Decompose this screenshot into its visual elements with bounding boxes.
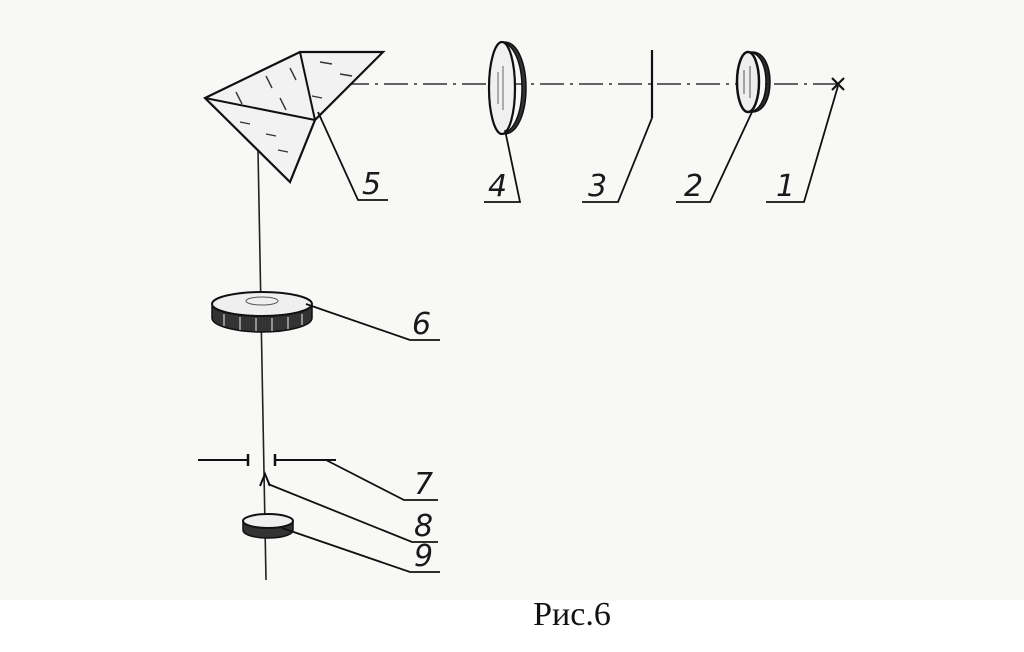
leader-5 (317, 111, 388, 201)
leader-4 (484, 129, 522, 203)
lens-2 (735, 50, 771, 114)
leader-6 (305, 303, 440, 341)
label-1: 1 (776, 169, 795, 204)
figure-caption: Рис.6 (533, 596, 611, 633)
leader-2 (676, 111, 753, 203)
slit-7 (198, 454, 336, 466)
leader-9 (281, 527, 440, 573)
leader-7 (325, 459, 438, 501)
label-3: 3 (588, 169, 607, 204)
leader-8 (267, 483, 438, 543)
prism-5 (203, 50, 386, 184)
label-2: 2 (684, 169, 703, 204)
leader-1 (766, 85, 839, 203)
label-6: 6 (412, 307, 431, 342)
label-7: 7 (414, 467, 433, 502)
label-8: 8 (414, 509, 433, 544)
lens-9 (242, 513, 294, 539)
label-9: 9 (414, 539, 433, 574)
label-5: 5 (362, 167, 381, 202)
light-source-cross (831, 77, 845, 91)
vertical-optical-axis (257, 149, 267, 581)
lens-4 (487, 40, 527, 136)
leader-lines (267, 85, 839, 573)
label-4: 4 (488, 169, 507, 204)
leader-3 (582, 117, 653, 203)
lens-6 (211, 291, 313, 333)
arrow-8 (259, 471, 271, 487)
